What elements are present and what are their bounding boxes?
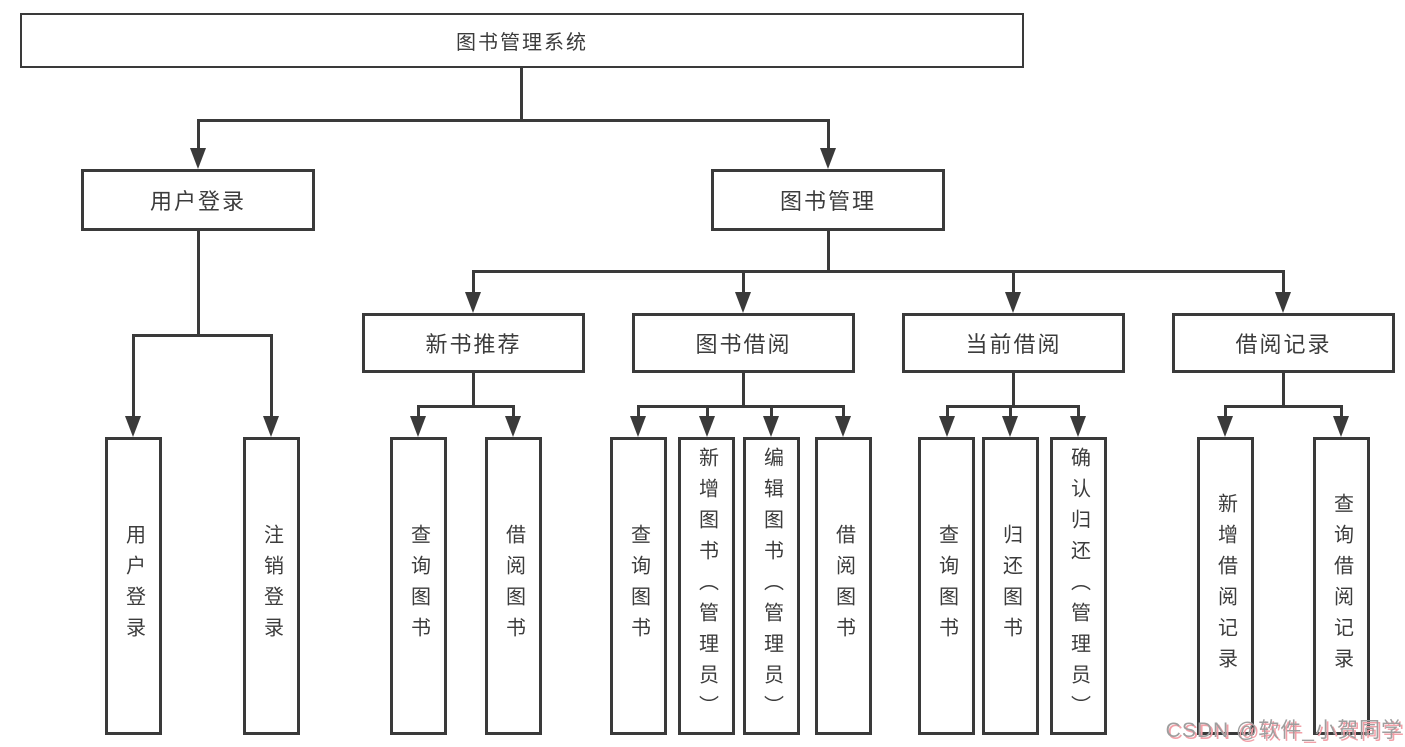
node-box-current-borrow: 当前借阅 — [902, 313, 1125, 373]
connector-line — [827, 119, 830, 151]
arrowhead-down-icon — [263, 416, 279, 437]
arrowhead-down-icon — [190, 148, 206, 169]
node-box-root: 图书管理系统 — [20, 13, 1024, 68]
connector-line — [1282, 371, 1285, 408]
leaf-label-query-book-borrow: 查询图书 — [627, 524, 650, 648]
arrowhead-down-icon — [1217, 416, 1233, 437]
connector-line — [742, 371, 745, 408]
connector-line — [1340, 405, 1343, 419]
node-box-borrow-record: 借阅记录 — [1172, 313, 1395, 373]
connector-line — [197, 119, 830, 122]
leaf-label-user-login: 用户登录 — [122, 524, 145, 648]
leaf-box-query-borrow-record: 查询借阅记录 — [1313, 437, 1370, 735]
arrowhead-down-icon — [1070, 416, 1086, 437]
connector-line — [270, 334, 273, 419]
leaf-box-edit-book: 编辑图书（管理员） — [743, 437, 800, 735]
leaf-box-query-book-rec: 查询图书 — [390, 437, 447, 735]
leaf-label-query-book-current: 查询图书 — [935, 524, 958, 648]
node-label-book-mgmt: 图书管理 — [779, 189, 876, 214]
arrowhead-down-icon — [465, 292, 481, 313]
leaf-label-confirm-return: 确认归还（管理员） — [1067, 446, 1090, 726]
arrowhead-down-icon — [410, 416, 426, 437]
connector-line — [472, 270, 475, 295]
arrowhead-down-icon — [505, 416, 521, 437]
leaf-box-user-login: 用户登录 — [105, 437, 162, 735]
connector-line — [1009, 405, 1012, 419]
leaf-label-logout: 注销登录 — [260, 524, 283, 648]
connector-line — [1224, 405, 1227, 419]
connector-line — [827, 229, 830, 273]
connector-line — [417, 405, 515, 408]
connector-line — [770, 405, 773, 419]
node-label-current-borrow: 当前借阅 — [965, 332, 1062, 357]
leaf-box-add-book: 新增图书（管理员） — [678, 437, 735, 735]
node-label-root: 图书管理系统 — [456, 32, 588, 54]
arrowhead-down-icon — [1333, 416, 1349, 437]
leaf-box-borrow-book-rec: 借阅图书 — [485, 437, 542, 735]
connector-line — [1282, 270, 1285, 295]
arrowhead-down-icon — [1005, 292, 1021, 313]
leaf-box-confirm-return: 确认归还（管理员） — [1050, 437, 1107, 735]
connector-line — [472, 270, 1285, 273]
leaf-label-query-book-rec: 查询图书 — [407, 524, 430, 648]
arrowhead-down-icon — [835, 416, 851, 437]
arrowhead-down-icon — [125, 416, 141, 437]
node-box-book-mgmt: 图书管理 — [711, 169, 945, 231]
connector-line — [520, 66, 523, 122]
arrowhead-down-icon — [820, 148, 836, 169]
node-label-borrow-record: 借阅记录 — [1235, 332, 1332, 357]
connector-line — [742, 270, 745, 295]
leaf-box-borrow-book: 借阅图书 — [815, 437, 872, 735]
leaf-label-return-book: 归还图书 — [999, 524, 1022, 648]
arrowhead-down-icon — [1275, 292, 1291, 313]
arrowhead-down-icon — [699, 416, 715, 437]
arrowhead-down-icon — [735, 292, 751, 313]
leaf-box-add-borrow-record: 新增借阅记录 — [1197, 437, 1254, 735]
node-label-new-book-rec: 新书推荐 — [425, 332, 522, 357]
arrowhead-down-icon — [1002, 416, 1018, 437]
arrowhead-down-icon — [939, 416, 955, 437]
connector-line — [946, 405, 949, 419]
leaf-box-logout: 注销登录 — [243, 437, 300, 735]
connector-line — [472, 371, 475, 408]
connector-line — [842, 405, 845, 419]
connector-line — [1077, 405, 1080, 419]
connector-line — [132, 334, 135, 419]
connector-line — [637, 405, 845, 408]
leaf-label-borrow-book: 借阅图书 — [832, 524, 855, 648]
connector-line — [417, 405, 420, 419]
node-label-user-login: 用户登录 — [149, 189, 246, 214]
connector-line — [1012, 371, 1015, 408]
connector-line — [706, 405, 709, 419]
arrowhead-down-icon — [763, 416, 779, 437]
leaf-label-query-borrow-record: 查询借阅记录 — [1330, 493, 1353, 679]
connector-line — [512, 405, 515, 419]
watermark: CSDN @软件_小贺同学 — [1165, 719, 1403, 742]
connector-line — [197, 229, 200, 337]
leaf-box-return-book: 归还图书 — [982, 437, 1039, 735]
leaf-box-query-book-borrow: 查询图书 — [610, 437, 667, 735]
leaf-box-query-book-current: 查询图书 — [918, 437, 975, 735]
connector-line — [197, 119, 200, 151]
connector-line — [637, 405, 640, 419]
leaf-label-add-book: 新增图书（管理员） — [695, 446, 718, 726]
leaf-label-edit-book: 编辑图书（管理员） — [760, 446, 783, 726]
node-box-user-login: 用户登录 — [81, 169, 315, 231]
node-label-book-borrow: 图书借阅 — [695, 332, 792, 357]
connector-line — [132, 334, 273, 337]
connector-line — [1012, 270, 1015, 295]
arrowhead-down-icon — [630, 416, 646, 437]
leaf-label-add-borrow-record: 新增借阅记录 — [1214, 493, 1237, 679]
node-box-new-book-rec: 新书推荐 — [362, 313, 585, 373]
leaf-label-borrow-book-rec: 借阅图书 — [502, 524, 525, 648]
node-box-book-borrow: 图书借阅 — [632, 313, 855, 373]
